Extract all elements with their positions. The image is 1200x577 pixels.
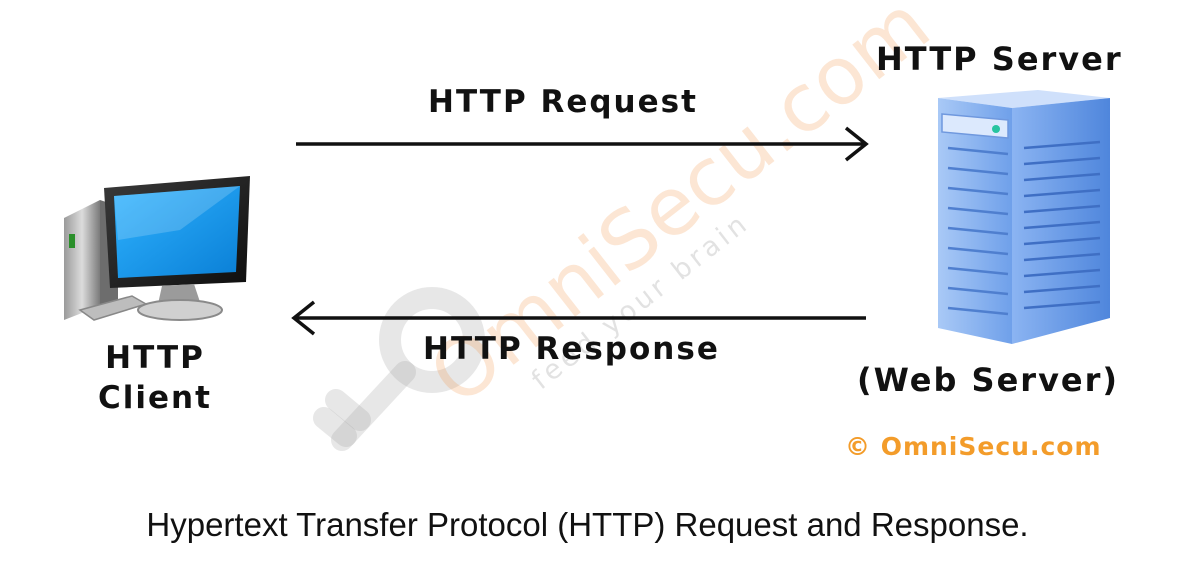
request-arrow	[296, 126, 869, 162]
client-label-line1: HTTP	[105, 340, 205, 376]
web-server-label: (Web Server)	[857, 361, 1120, 399]
client-label: HTTP Client	[80, 338, 230, 418]
response-label: HTTP Response	[423, 331, 720, 367]
http-diagram: OmniSecu.com feed your brain	[64, 0, 1123, 461]
figure-caption: Hypertext Transfer Protocol (HTTP) Reque…	[146, 506, 1029, 543]
desktop-computer-icon	[64, 176, 250, 321]
request-label: HTTP Request	[428, 84, 698, 120]
server-title: HTTP Server	[876, 40, 1123, 78]
client-label-line2: Client	[98, 380, 212, 416]
copyright-notice: © OmniSecu.com	[845, 432, 1102, 461]
key-watermark-icon	[313, 287, 485, 451]
response-arrow	[291, 300, 866, 336]
server-tower-icon	[938, 90, 1110, 344]
